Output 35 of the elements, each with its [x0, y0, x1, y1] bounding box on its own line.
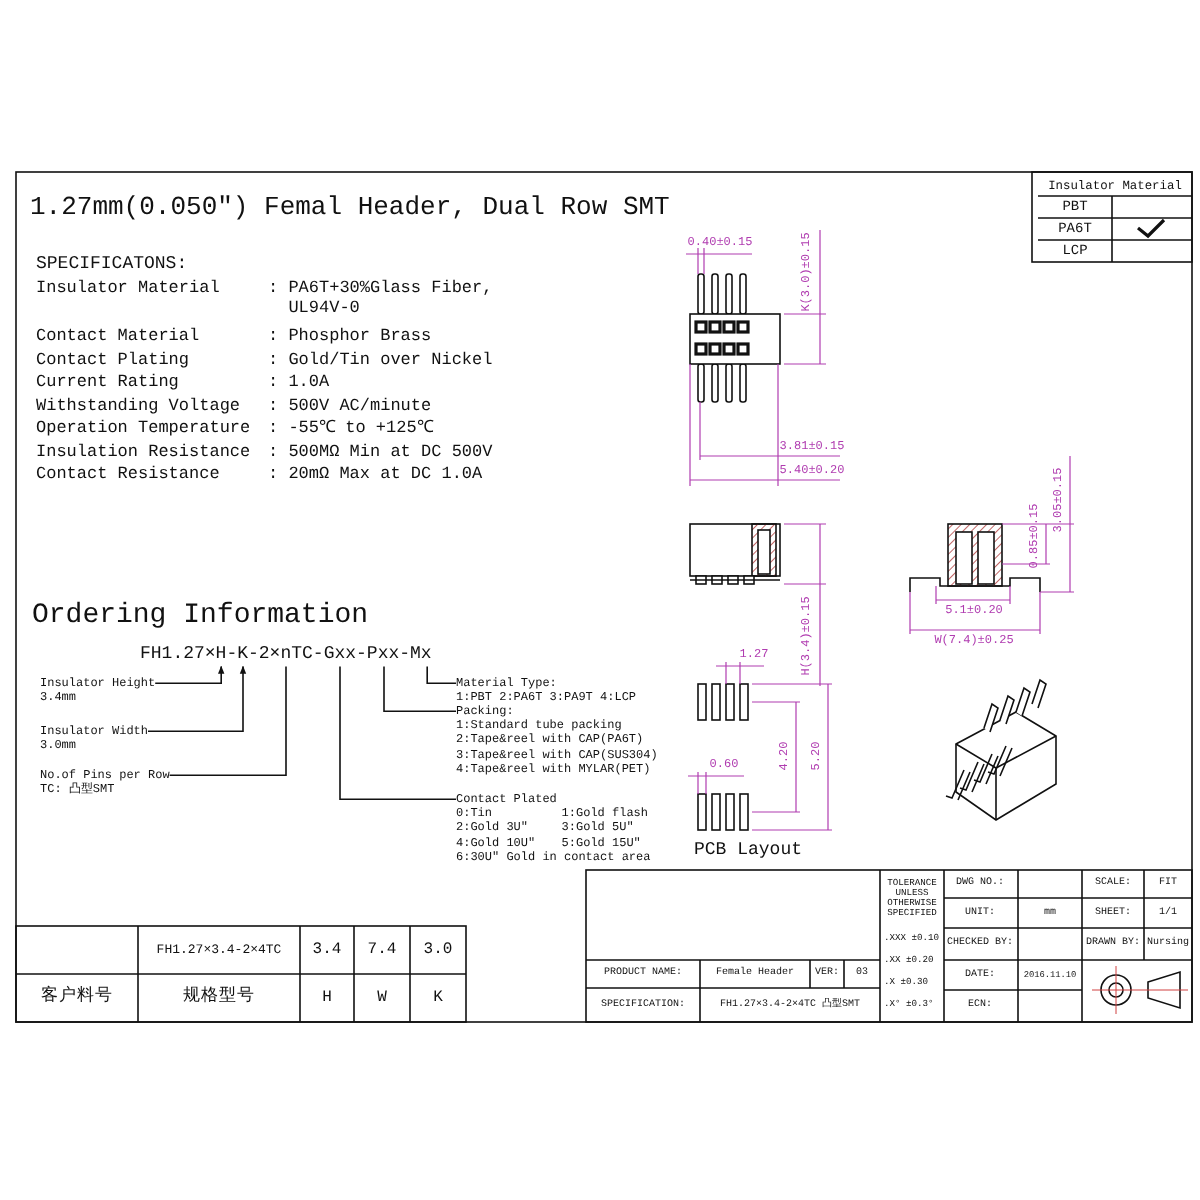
- leader-line: [147, 665, 247, 732]
- spec-name: Insulator Material: [36, 280, 220, 300]
- table-value: 7.4: [367, 940, 397, 960]
- leader-line: [426, 665, 457, 684]
- spec-name: Operation Temperature: [36, 420, 251, 440]
- spec-name: Current Rating: [36, 374, 179, 394]
- view-caption: PCB Layout: [694, 840, 803, 861]
- spec-value: : -55℃ to +125℃: [268, 420, 433, 440]
- section-heading: Ordering Information: [32, 600, 369, 633]
- part-number-code: FH1.27×H-K-2×nTC-Gxx-Pxx-Mx: [140, 644, 432, 666]
- drawing-title: 1.27mm(0.050″) Femal Header, Dual Row SMT: [30, 194, 670, 224]
- column-header: K: [433, 988, 443, 1008]
- spec-heading: SPECIFICATONS:: [36, 254, 188, 275]
- leader-line: [168, 665, 287, 776]
- spec-value: : 20mΩ Max at DC 1.0A: [268, 466, 483, 486]
- spec-name: Withstanding Voltage: [36, 397, 241, 417]
- spec-name: Contact Plating: [36, 351, 190, 371]
- leader-line: [339, 665, 457, 800]
- spec-value: : 1.0A: [268, 374, 330, 394]
- spec-value: : PA6T+30%Glass Fiber, UL94V-0: [268, 280, 495, 320]
- spec-value: : 500V AC/minute: [268, 397, 432, 417]
- spec-name: Contact Resistance: [36, 466, 220, 486]
- spec-value: : Gold/Tin over Nickel: [268, 351, 493, 371]
- table-value: 3.0: [423, 940, 453, 960]
- table-value: 3.4: [312, 940, 342, 960]
- leader-line: [383, 665, 457, 712]
- column-header: W: [377, 988, 387, 1008]
- column-header: 规格型号: [183, 988, 255, 1008]
- column-header: 客户料号: [41, 988, 113, 1008]
- column-header: H: [322, 988, 332, 1008]
- spec-name: Insulation Resistance: [36, 443, 251, 463]
- spec-value: : 500MΩ Min at DC 500V: [268, 443, 493, 463]
- leader-line: [154, 665, 225, 684]
- spec-name: Contact Material: [36, 328, 200, 348]
- spec-value: : Phosphor Brass: [268, 328, 432, 348]
